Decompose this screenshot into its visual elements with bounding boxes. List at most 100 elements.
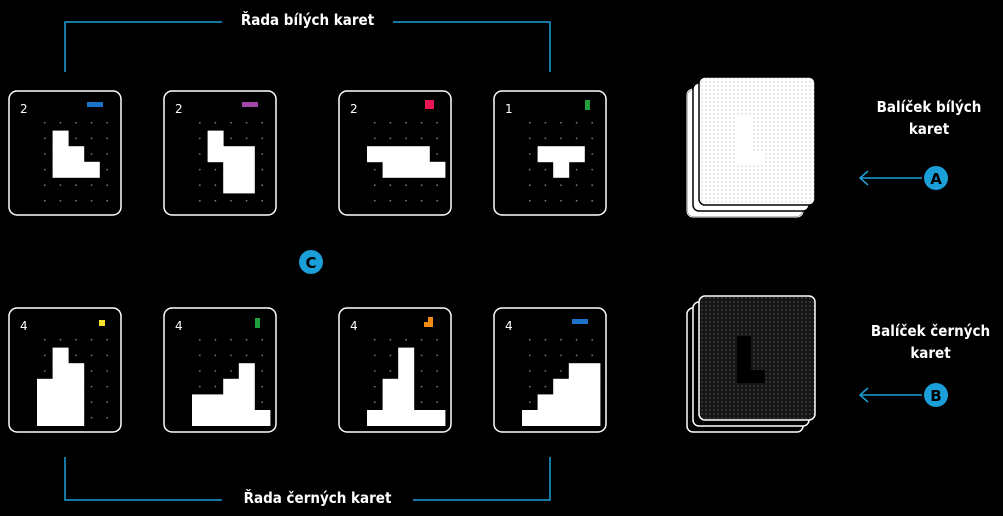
grid-dot [44,169,46,171]
shape-cell [239,146,255,162]
grid-dot [436,122,438,124]
grid-dot [374,122,376,124]
grid-dot [529,401,531,403]
grid-dot [60,200,62,202]
grid-dot [44,138,46,140]
grid-dot [106,184,108,186]
grid-dot [199,169,201,171]
grid-dot [591,122,593,124]
grid-dot [374,339,376,341]
grid-dot [545,184,547,186]
grid-dot [106,122,108,124]
grid-dot [421,200,423,202]
grid-dot [591,355,593,357]
shape-cell [584,363,600,379]
grid-dot [199,200,201,202]
shape-cell [398,348,414,364]
grid-dot [261,200,263,202]
grid-dot [560,138,562,140]
white-card[interactable]: 2 [164,91,276,215]
grid-dot [529,138,531,140]
black-card[interactable]: 4 [339,308,451,432]
white-deck[interactable] [687,77,815,217]
marker-c: C [299,250,323,274]
grid-dot [230,138,232,140]
black-card[interactable]: 4 [494,308,606,432]
grid-dot [106,355,108,357]
grid-dot [591,184,593,186]
grid-dot [374,401,376,403]
shape-cell [569,363,585,379]
arrow-to-white-deck [860,171,922,185]
shape-cell [192,410,208,426]
grid-dot [75,184,77,186]
grid-dot [405,122,407,124]
grid-dot [91,401,93,403]
grid-dot [436,370,438,372]
color-marker [242,102,258,107]
grid-dot [215,200,217,202]
grid-dot [199,138,201,140]
grid-dot [545,339,547,341]
white-card[interactable]: 1 [494,91,606,215]
shape-cell [208,146,224,162]
grid-dot [261,153,263,155]
grid-dot [106,401,108,403]
grid-dot [246,355,248,357]
black-card[interactable]: 4 [164,308,276,432]
color-marker [572,319,588,324]
grid-dot [261,138,263,140]
white-row-label: Řada bílých karet [222,11,393,29]
shape-cell [68,162,84,178]
grid-dot [591,169,593,171]
shape-cell [569,379,585,395]
grid-dot [91,417,93,419]
grid-dot [529,339,531,341]
grid-dot [91,386,93,388]
shape-cell [53,363,69,379]
grid-dot [390,200,392,202]
grid-dot [560,122,562,124]
grid-dot [44,153,46,155]
shape-cell [569,410,585,426]
white-card[interactable]: 2 [9,91,121,215]
card-number: 4 [175,319,183,333]
shape-cell [53,162,69,178]
grid-dot [230,339,232,341]
marker-b: B [924,383,948,407]
grid-dot [390,184,392,186]
white-card[interactable]: 2 [339,91,451,215]
grid-dot [44,355,46,357]
shape-cell [239,379,255,395]
shape-cell [398,146,414,162]
grid-dot [576,200,578,202]
grid-dot [91,153,93,155]
grid-dot [421,355,423,357]
grid-dot [421,122,423,124]
grid-dot [60,339,62,341]
grid-dot [246,122,248,124]
grid-dot [545,386,547,388]
grid-dot [106,370,108,372]
grid-dot [91,200,93,202]
shape-cell [53,348,69,364]
grid-dot [560,200,562,202]
grid-dot [230,355,232,357]
black-card[interactable]: 4 [9,308,121,432]
shape-cell [569,146,585,162]
shape-cell [192,394,208,410]
grid-dot [421,339,423,341]
grid-dot [436,138,438,140]
grid-dot [261,169,263,171]
shape-cell [208,131,224,147]
black-deck[interactable] [687,296,815,432]
grid-dot [91,355,93,357]
grid-dot [374,200,376,202]
grid-dot [591,153,593,155]
grid-dot [44,370,46,372]
shape-cell [383,379,399,395]
shape-cell [538,394,554,410]
shape-cell [239,410,255,426]
card-number: 2 [175,102,183,116]
grid-dot [261,401,263,403]
